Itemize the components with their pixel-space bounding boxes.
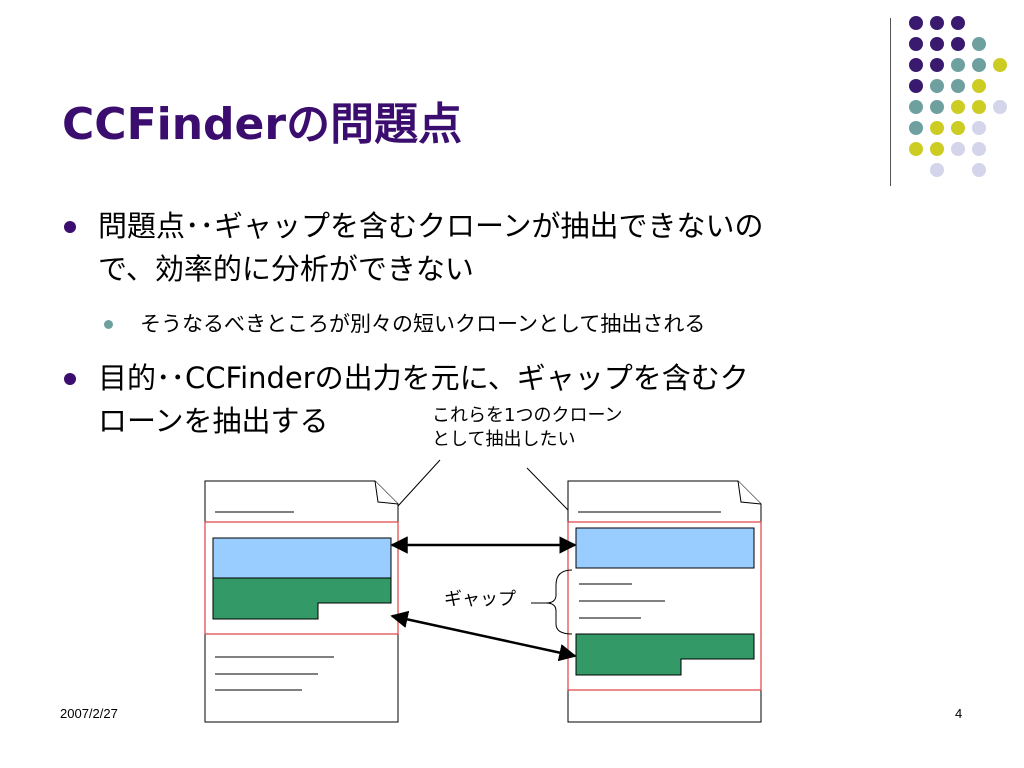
left-clone-blue: [212, 537, 392, 579]
right-source-file: [567, 480, 762, 723]
green-clone-arrow: [390, 610, 577, 662]
decorative-dot: [930, 79, 944, 93]
right-clone-highlight: [567, 521, 762, 691]
decorative-dot: [972, 100, 986, 114]
decorative-dot: [951, 16, 965, 30]
decorative-dot: [909, 37, 923, 51]
left-clone-green: [212, 577, 392, 620]
bullet-1-line-2: で、効率的に分析ができない: [98, 252, 474, 286]
decorative-dot: [909, 142, 923, 156]
left-clone-highlight: [204, 521, 399, 635]
slide-title: CCFinderの問題点: [62, 99, 463, 150]
decorative-dot: [909, 79, 923, 93]
sub-bullet-icon: [104, 320, 113, 329]
decorative-dot: [951, 142, 965, 156]
decorative-dot: [972, 58, 986, 72]
bullet-2-line-1: 目的･･CCFinderの出力を元に、ギャップを含むク: [98, 361, 749, 395]
decorative-dot: [972, 163, 986, 177]
decorative-dot: [951, 58, 965, 72]
decorative-dot: [993, 58, 1007, 72]
decorative-dot: [930, 100, 944, 114]
bullet-icon: [64, 373, 76, 385]
decorative-dot: [972, 121, 986, 135]
decorative-dot: [930, 121, 944, 135]
decorative-dot: [993, 100, 1007, 114]
gap-label: ギャップ: [444, 589, 516, 610]
right-clone-green: [575, 633, 755, 676]
decorative-dot: [930, 142, 944, 156]
left-source-file: [204, 480, 399, 723]
decorative-dot: [930, 58, 944, 72]
callout-pointer-right: [526, 467, 569, 511]
decorative-dot: [951, 37, 965, 51]
decorative-dot: [951, 100, 965, 114]
page-number: 4: [955, 706, 963, 721]
decorative-dot: [909, 121, 923, 135]
decorative-dot: [972, 79, 986, 93]
footer-date: 2007/2/27: [60, 706, 118, 721]
decorative-dot: [909, 58, 923, 72]
sub-bullet-1: そうなるべきところが別々の短いクローンとして抽出される: [140, 312, 706, 336]
decorative-dot: [909, 16, 923, 30]
decorative-dot: [951, 121, 965, 135]
decorative-dot: [930, 37, 944, 51]
decorative-dot: [972, 142, 986, 156]
bullet-icon: [64, 221, 76, 233]
decorative-divider: [890, 18, 891, 186]
decorative-dot: [972, 37, 986, 51]
decorative-dot: [909, 100, 923, 114]
decorative-dot: [930, 16, 944, 30]
right-clone-blue: [575, 527, 755, 569]
decorative-dot: [951, 79, 965, 93]
bullet-2-line-2: ローンを抽出する: [98, 404, 329, 438]
bullet-1-line-1: 問題点･･ギャップを含むクローンが抽出できないの: [98, 209, 764, 243]
callout-pointer-left: [397, 459, 441, 507]
callout-line-1: これらを1つのクローン: [432, 405, 623, 426]
decorative-dot: [930, 163, 944, 177]
callout-line-2: として抽出したい: [432, 429, 576, 450]
